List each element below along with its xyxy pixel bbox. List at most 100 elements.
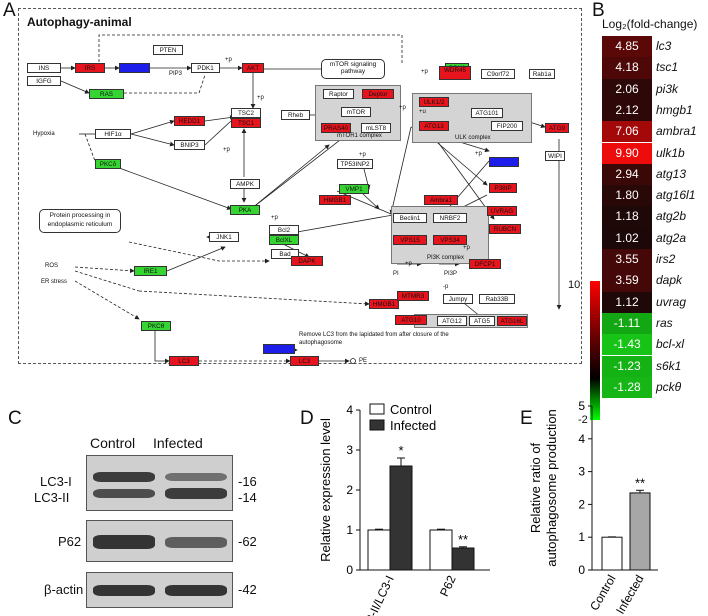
pras40-node: PRAS40: [321, 123, 351, 133]
p38-node: P38IP: [489, 183, 517, 193]
heatmap-gene-label-uvrag: uvrag: [656, 294, 687, 309]
western-header-infected: Infected: [153, 435, 203, 451]
heatmap-gene-label-ambra1: ambra1: [656, 124, 697, 139]
hmgb1-upper-node: HMGB1: [319, 195, 351, 205]
heatmap-colorbar: [590, 281, 600, 420]
bar-infected: [629, 492, 651, 571]
ulk1-node: ULK1/2: [419, 97, 449, 107]
mtor-signaling-pathway-box: mTOR signaling pathway: [321, 59, 385, 79]
lc3-ii-band-control: [93, 489, 155, 498]
ins-node: INS: [27, 63, 61, 73]
heatmap-cell-pi3k: 2.06: [602, 78, 652, 100]
ulk-complex-label: ULK complex: [455, 135, 491, 141]
plus-p-label: +p: [463, 245, 470, 251]
pi3k-complex-label: PI3K complex: [427, 255, 465, 261]
lc3-ii-label: LC3-II: [34, 490, 70, 505]
y-tick-label: 4: [346, 403, 353, 417]
fip200-node: FIP200: [491, 121, 523, 131]
jnk1-node: JNK1: [209, 232, 239, 242]
mtmr3-node: MTMR3: [397, 291, 429, 301]
nrbf2-node: NRBF2: [433, 213, 467, 223]
lc3-i-mw: -16: [238, 474, 257, 489]
heatmap-cell-ras: -1.11: [602, 312, 652, 335]
heatmap-gene-label-atg13: atg13: [656, 166, 687, 181]
x-category-label: Infected: [613, 573, 646, 616]
heatmap-gene-label-s6k1: s6k1: [656, 358, 682, 373]
heatmap-gene-label-pckθ: pckθ: [656, 379, 682, 394]
ambra1-node: Ambra1: [424, 195, 458, 205]
hif1a-node: HIF1α: [95, 129, 131, 139]
heatmap-gene-label-ulk1b: ulk1b: [656, 145, 685, 160]
x-category-label: LC3-II/LC3-I: [356, 573, 396, 616]
bar-control-0: [367, 529, 391, 571]
western-header-control: Control: [90, 435, 136, 451]
significance-marker: *: [398, 443, 403, 458]
legend-label-control: Control: [390, 402, 432, 417]
heatmap-cell-atg13: 2.94: [602, 163, 652, 186]
atg101-node: ATG101: [471, 108, 503, 118]
heatmap-cell-dapk: 3.59: [602, 270, 652, 292]
atg13-node: ATG13: [419, 121, 449, 131]
atg9-node: ATG9: [545, 123, 569, 133]
lc3-i-band-infected: [165, 473, 227, 481]
heatmap-gene-label-atg2a: atg2a: [656, 230, 687, 245]
pi3p-text: PI3P: [444, 271, 458, 277]
uvrag-node: UVRAG: [487, 206, 517, 216]
y-tick-label: 0: [346, 563, 353, 577]
heatmap-cell-bcl-xl: -1.43: [602, 334, 652, 356]
panel-label-e: E: [520, 408, 533, 429]
deptor-node: Deptor: [362, 89, 394, 99]
heatmap-gene-label-dapk: dapk: [656, 273, 683, 288]
pdk1-node: PDK1: [191, 63, 220, 73]
bar-control: [601, 536, 623, 571]
minus-p-label: -p: [443, 284, 449, 290]
y-tick-label: 3: [578, 465, 585, 479]
pe-text: PE: [359, 358, 368, 364]
atg5-node: ATG5: [469, 316, 495, 326]
panel-label-b: B: [592, 0, 605, 21]
p62-band-control: [93, 535, 155, 549]
colorbar-min-label: -2: [578, 414, 588, 426]
panel-label-c: C: [8, 408, 22, 429]
plus-p-label: +p: [223, 147, 230, 153]
hypoxia-text: Hypoxia: [33, 131, 55, 137]
pkcd-node: PKCδ: [95, 159, 121, 169]
er-processing-box: Protein processing in endoplasmic reticu…: [39, 209, 121, 233]
ire1-node: IRE1: [134, 266, 167, 276]
atg10-node: ATG10: [395, 315, 427, 325]
lc3-blot: [86, 455, 233, 511]
heatmap-gene-label-pi3k: pi3k: [656, 81, 679, 96]
igfg-node: IGFG: [27, 76, 61, 86]
y-axis-label-line1: Relative ratio of: [528, 442, 543, 533]
bar-infected-0: [389, 465, 413, 571]
lc3-i-label: LC3-I: [40, 474, 72, 489]
ros-text: ROS: [45, 263, 59, 269]
bar-control-1: [429, 529, 453, 571]
heatmap-cell-tsc1: 4.18: [602, 57, 652, 79]
p62-band-infected: [165, 537, 227, 548]
lc3-ii-mw: -14: [238, 490, 257, 505]
legend-label-infected: Infected: [390, 418, 436, 433]
er-stress-text: ER stress: [41, 279, 68, 285]
atg16l-node: ATG16L: [497, 316, 527, 326]
plus-p-label: +p: [421, 69, 428, 75]
legend-swatch-infected: [369, 419, 385, 431]
heatmap-cell-s6k1: -1.23: [602, 355, 652, 377]
irs-node: IRS: [75, 63, 105, 73]
bad-node: Bad: [271, 249, 299, 259]
bclxl-node: BclXL: [269, 235, 299, 245]
y-tick-label: 3: [346, 443, 353, 457]
plus-u-label: +u: [419, 109, 426, 115]
heatmap-cell-pckθ: -1.28: [602, 376, 652, 399]
heatmap-gene-label-tsc1: tsc1: [656, 60, 679, 75]
pi3k-node: PI3K: [119, 63, 150, 73]
vps34-node: VPS34: [433, 235, 467, 245]
heatmap-cell-atg16l1: 1.80: [602, 185, 652, 207]
ras-node: RAS: [89, 89, 124, 99]
hmgb1-node: HMGB1: [369, 299, 399, 309]
tsc2-node: TSC2: [231, 108, 261, 118]
rab33b-node: Rab33B: [479, 294, 515, 304]
heatmap-cell-lc3: 4.85: [602, 36, 652, 58]
bcl2-node: Bcl2: [269, 225, 299, 235]
